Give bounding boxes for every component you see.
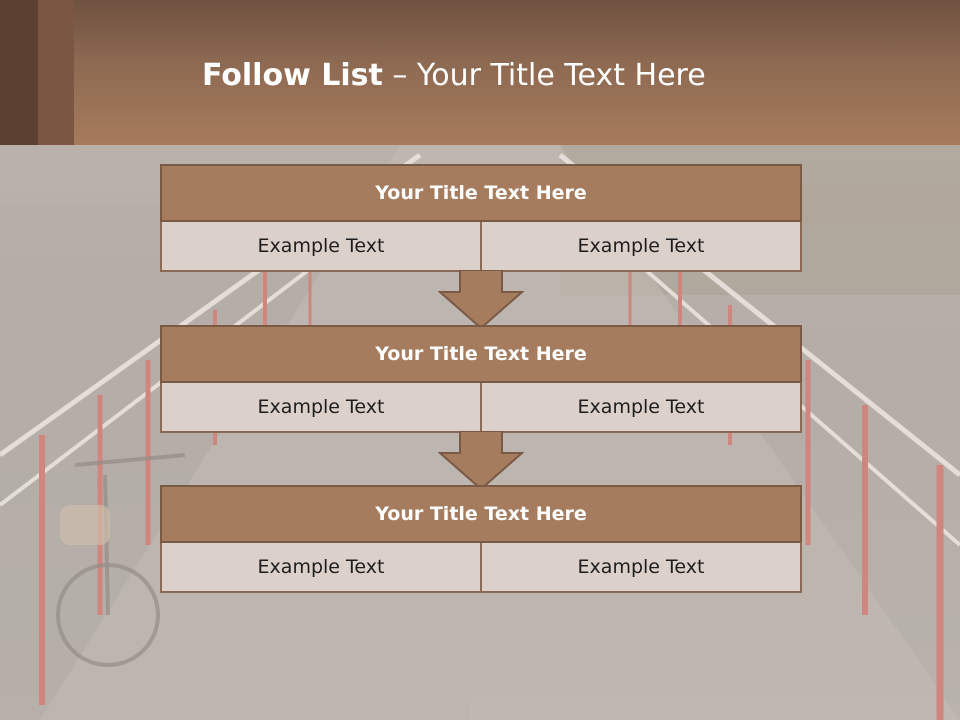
header-accent-strip-secondary [38, 0, 74, 145]
block-right-cell: Example Text [480, 543, 802, 593]
header-accent-strip [0, 0, 38, 145]
block-title: Your Title Text Here [160, 325, 802, 383]
block-title: Your Title Text Here [160, 485, 802, 543]
block-left-cell: Example Text [160, 383, 480, 433]
slide-title-rest: – Your Title Text Here [382, 58, 706, 93]
block-left-cell: Example Text [160, 222, 480, 272]
process-block-1: Your Title Text Here Example Text Exampl… [160, 164, 802, 272]
block-left-cell: Example Text [160, 543, 480, 593]
slide-title: Follow List – Your Title Text Here [202, 56, 706, 96]
process-block-2: Your Title Text Here Example Text Exampl… [160, 325, 802, 433]
block-right-cell: Example Text [480, 383, 802, 433]
slide-header: Follow List – Your Title Text Here [0, 0, 960, 145]
down-arrow-icon [438, 431, 524, 491]
block-title: Your Title Text Here [160, 164, 802, 222]
slide-title-bold: Follow List [202, 58, 383, 93]
down-arrow-icon [438, 270, 524, 330]
process-block-3: Your Title Text Here Example Text Exampl… [160, 485, 802, 593]
block-right-cell: Example Text [480, 222, 802, 272]
